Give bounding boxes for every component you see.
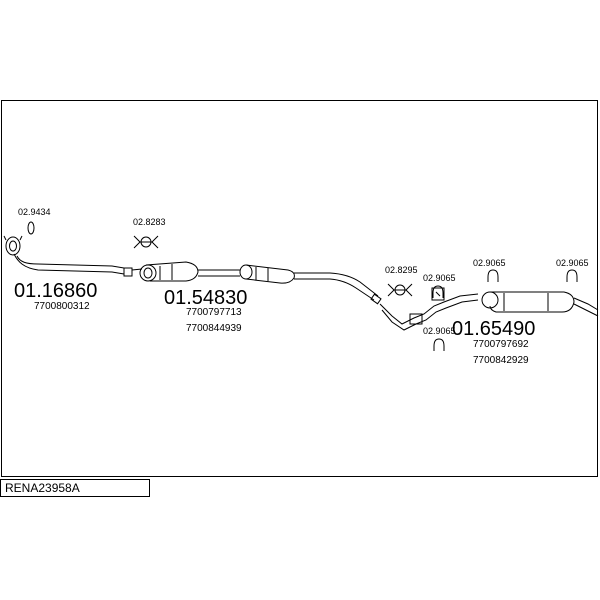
part-number: 01.54830 xyxy=(164,287,248,309)
clamp-rear-icon xyxy=(387,283,413,297)
rear-intermediate-pipe xyxy=(379,287,479,331)
hanger-icon xyxy=(433,338,445,351)
hanger-part-number: 02.9065 xyxy=(556,258,589,268)
oe-reference: 7700797713 xyxy=(186,307,242,318)
oe-reference: 7700800312 xyxy=(34,301,90,312)
clamp-front-part-number: 02.8283 xyxy=(133,217,166,227)
oe-reference: 7700797692 xyxy=(473,339,529,350)
hanger-icon xyxy=(487,269,499,282)
clamp-rear-part-number: 02.8295 xyxy=(385,265,418,275)
rear-silencer xyxy=(481,291,599,317)
hanger-part-number: 02.9065 xyxy=(423,273,456,283)
front-pipe-flange xyxy=(3,235,23,256)
hanger-icon xyxy=(432,285,444,298)
diagram-frame xyxy=(1,100,598,477)
front-silencer xyxy=(131,261,240,282)
part-number: 01.65490 xyxy=(452,318,536,340)
oe-reference: 7700844939 xyxy=(186,323,242,334)
diagram-code-box: RENA23958A xyxy=(0,479,150,497)
hanger-part-number: 02.9065 xyxy=(473,258,506,268)
hanger-part-number: 02.9065 xyxy=(423,326,456,336)
gasket-part-number: 02.9434 xyxy=(18,207,51,217)
diagram-code: RENA23958A xyxy=(5,481,80,495)
pipe-joint xyxy=(123,267,133,277)
clamp-front-icon xyxy=(133,235,159,249)
middle-silencer xyxy=(239,264,382,305)
part-number: 01.16860 xyxy=(14,280,98,302)
gasket-ring xyxy=(27,221,35,235)
hanger-icon xyxy=(566,269,578,282)
oe-reference: 7700842929 xyxy=(473,355,529,366)
front-pipe xyxy=(13,253,125,275)
